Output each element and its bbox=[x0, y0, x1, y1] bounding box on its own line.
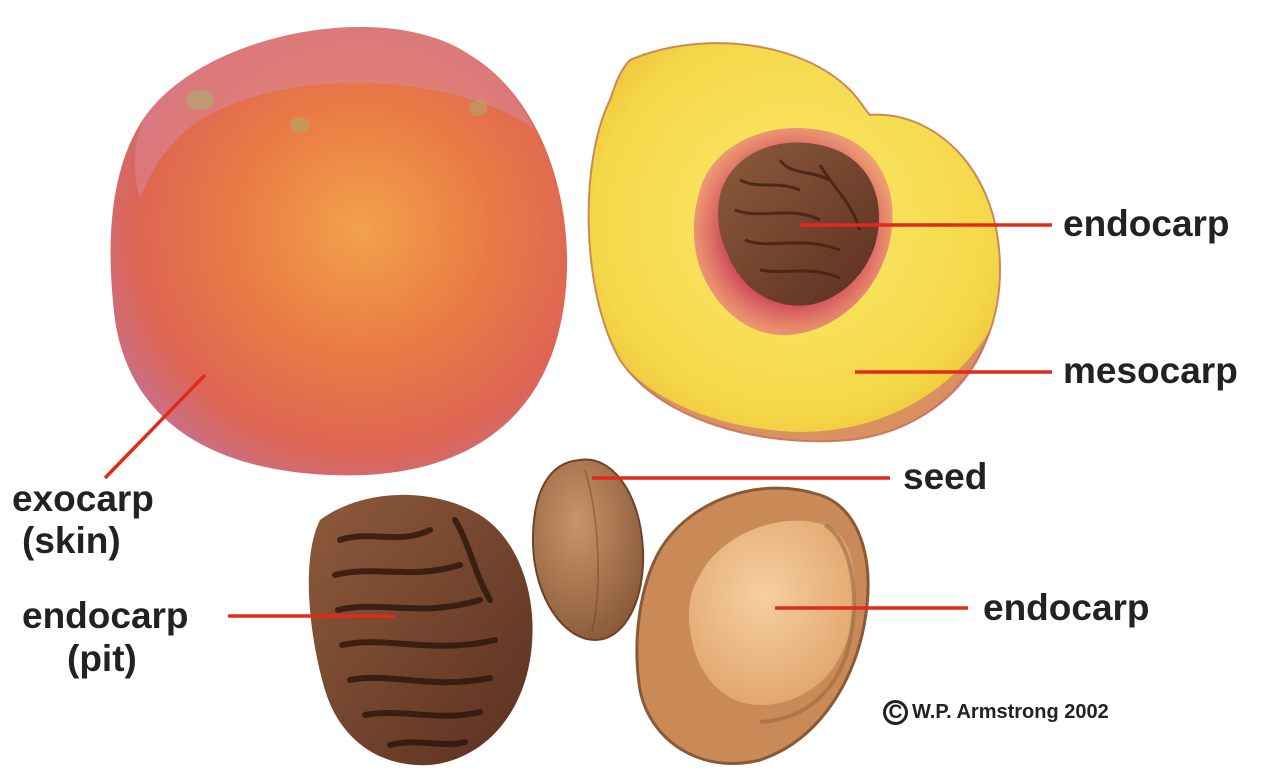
label-exocarp-skin: (skin) bbox=[22, 520, 121, 562]
copyright-icon: C bbox=[883, 700, 908, 725]
label-seed: seed bbox=[903, 456, 987, 498]
label-endocarp-split: endocarp bbox=[983, 587, 1150, 629]
label-endocarp-flesh: endocarp bbox=[1063, 203, 1230, 245]
label-mesocarp: mesocarp bbox=[1063, 350, 1238, 392]
copyright-text: W.P. Armstrong 2002 bbox=[912, 701, 1109, 724]
peach-half bbox=[589, 43, 1000, 441]
label-exocarp: exocarp bbox=[12, 478, 154, 520]
seed-body bbox=[533, 460, 643, 640]
label-endocarp-pit: endocarp bbox=[22, 595, 189, 637]
label-endocarp-pit-sub: (pit) bbox=[67, 638, 137, 680]
peach-pit bbox=[309, 495, 533, 765]
whole-peach bbox=[111, 27, 568, 475]
copyright-notice: C W.P. Armstrong 2002 bbox=[883, 700, 1109, 725]
split-endocarp bbox=[637, 488, 868, 763]
peach-seed bbox=[533, 460, 643, 640]
